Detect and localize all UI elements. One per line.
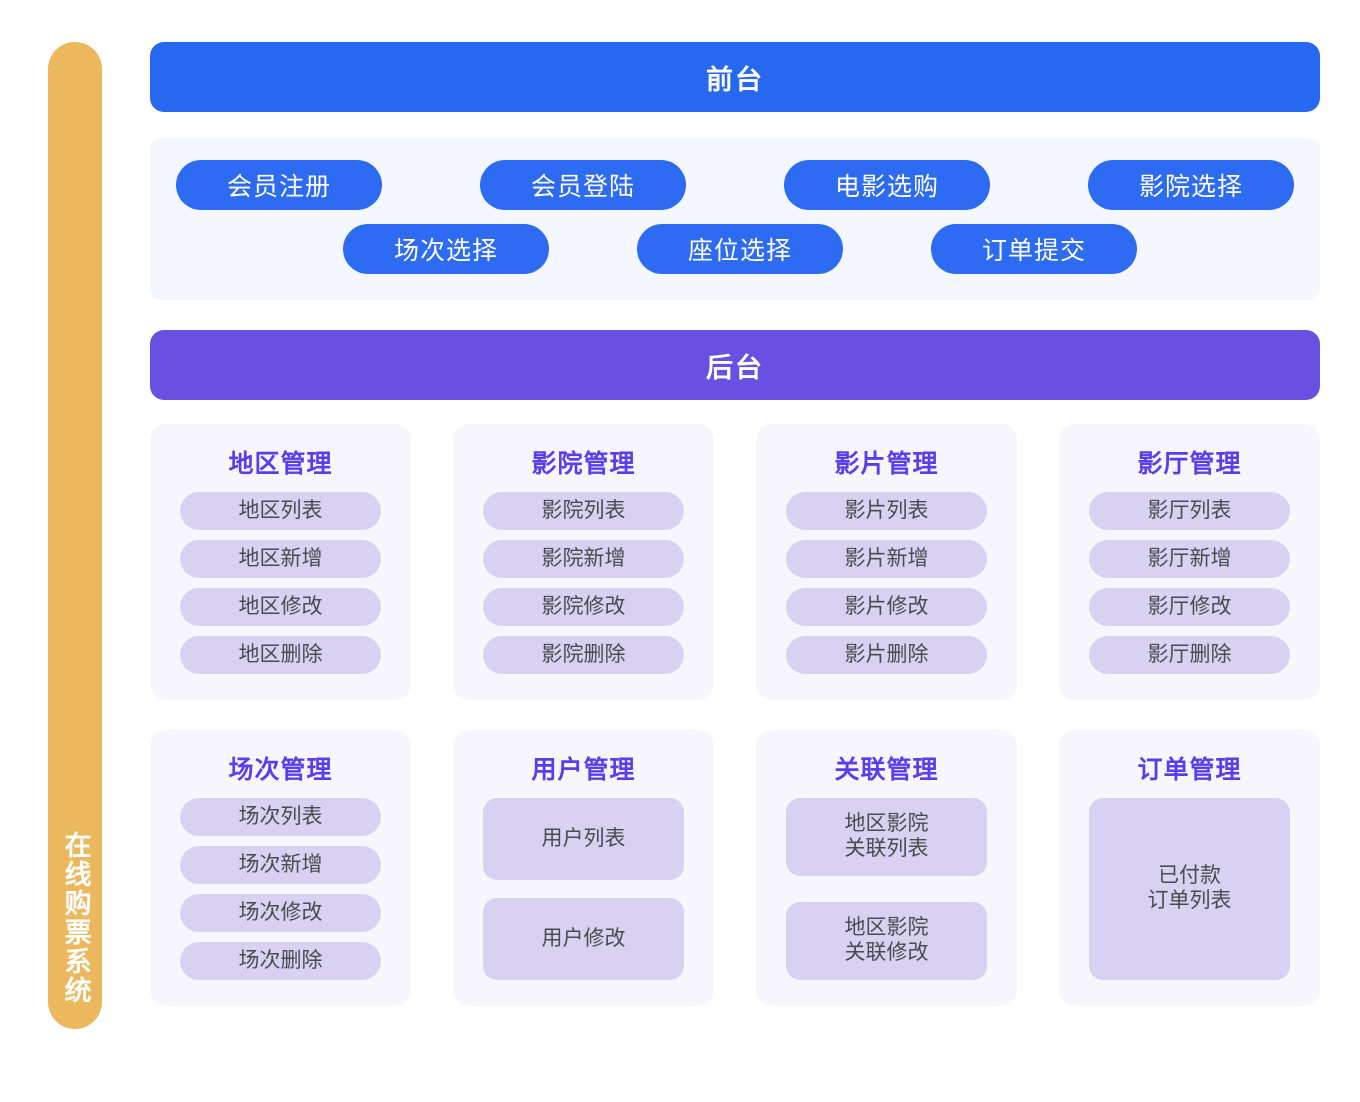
frontend-action-label: 订单提交 (981, 237, 1086, 265)
frontend-action-pill[interactable]: 会员注册 (176, 160, 382, 210)
backend-module-item[interactable]: 影院删除 (483, 636, 684, 674)
backend-module-item[interactable]: 地区修改 (180, 588, 381, 626)
backend-module-item[interactable]: 影片列表 (786, 492, 987, 530)
backend-module-title: 场次管理 (228, 756, 333, 784)
backend-module-card: 影厅管理影厅列表影厅新增影厅修改影厅删除 (1059, 424, 1320, 700)
backend-module-item[interactable]: 影院新增 (483, 540, 684, 578)
backend-module-title: 用户管理 (531, 756, 636, 784)
backend-module-item[interactable]: 影厅列表 (1089, 492, 1290, 530)
backend-module-item[interactable]: 地区新增 (180, 540, 381, 578)
frontend-band: 前台 (150, 42, 1320, 112)
backend-module-item[interactable]: 已付款 订单列表 (1089, 798, 1290, 980)
frontend-action-pill[interactable]: 座位选择 (637, 224, 843, 274)
backend-module-item[interactable]: 影院修改 (483, 588, 684, 626)
frontend-action-pill[interactable]: 场次选择 (343, 224, 549, 274)
backend-module-card: 订单管理已付款 订单列表 (1059, 730, 1320, 1006)
backend-module-item-list: 地区列表地区新增地区修改地区删除 (180, 492, 381, 674)
backend-module-title: 影院管理 (531, 450, 636, 478)
backend-module-item-list: 影院列表影院新增影院修改影院删除 (483, 492, 684, 674)
frontend-action-label: 场次选择 (393, 237, 498, 265)
backend-module-item[interactable]: 地区列表 (180, 492, 381, 530)
backend-module-item[interactable]: 场次删除 (180, 942, 381, 980)
backend-module-item-list: 影厅列表影厅新增影厅修改影厅删除 (1089, 492, 1290, 674)
backend-module-card: 关联管理地区影院 关联列表地区影院 关联修改 (756, 730, 1017, 1006)
backend-module-title: 地区管理 (228, 450, 333, 478)
backend-module-item[interactable]: 用户修改 (483, 898, 684, 980)
backend-module-card: 用户管理用户列表用户修改 (453, 730, 714, 1006)
backend-module-item[interactable]: 地区影院 关联修改 (786, 902, 987, 980)
frontend-action-label: 座位选择 (687, 237, 792, 265)
backend-module-item[interactable]: 影厅删除 (1089, 636, 1290, 674)
system-rail: 在线购票系统 (48, 42, 102, 1029)
backend-module-item[interactable]: 场次列表 (180, 798, 381, 836)
backend-module-item[interactable]: 用户列表 (483, 798, 684, 880)
backend-module-item-list: 地区影院 关联列表地区影院 关联修改 (786, 798, 987, 980)
backend-module-card: 影院管理影院列表影院新增影院修改影院删除 (453, 424, 714, 700)
frontend-band-label: 前台 (706, 64, 764, 95)
backend-module-item[interactable]: 影片删除 (786, 636, 987, 674)
frontend-action-pill[interactable]: 影院选择 (1088, 160, 1294, 210)
backend-card-grid: 地区管理地区列表地区新增地区修改地区删除影院管理影院列表影院新增影院修改影院删除… (150, 424, 1320, 1006)
frontend-action-label: 电影选购 (834, 173, 939, 201)
backend-module-title: 影厅管理 (1137, 450, 1242, 478)
backend-module-item[interactable]: 影院列表 (483, 492, 684, 530)
frontend-action-label: 会员注册 (226, 173, 331, 201)
frontend-action-pill[interactable]: 会员登陆 (480, 160, 686, 210)
backend-module-title: 关联管理 (834, 756, 939, 784)
backend-module-title: 订单管理 (1137, 756, 1242, 784)
content-column: 前台 会员注册 会员登陆 电影选购 影院选择 场次选择 座位选择 订单提交 后台 地区管理… (150, 0, 1360, 1102)
frontend-row-1: 会员注册 会员登陆 电影选购 影院选择 (176, 160, 1294, 210)
backend-module-item[interactable]: 影片新增 (786, 540, 987, 578)
system-title: 在线购票系统 (60, 831, 91, 1005)
backend-module-title: 影片管理 (834, 450, 939, 478)
system-rail-column: 在线购票系统 (0, 0, 150, 1102)
frontend-panel: 会员注册 会员登陆 电影选购 影院选择 场次选择 座位选择 订单提交 (150, 138, 1320, 300)
backend-band-label: 后台 (706, 352, 764, 383)
backend-module-item-list: 影片列表影片新增影片修改影片删除 (786, 492, 987, 674)
backend-module-card: 地区管理地区列表地区新增地区修改地区删除 (150, 424, 411, 700)
backend-module-item[interactable]: 地区删除 (180, 636, 381, 674)
backend-module-item-list: 场次列表场次新增场次修改场次删除 (180, 798, 381, 980)
backend-module-item-list: 用户列表用户修改 (483, 798, 684, 980)
backend-module-item[interactable]: 场次新增 (180, 846, 381, 884)
frontend-row-2: 场次选择 座位选择 订单提交 (176, 224, 1294, 274)
backend-band: 后台 (150, 330, 1320, 400)
backend-module-item[interactable]: 影厅修改 (1089, 588, 1290, 626)
backend-module-item[interactable]: 影片修改 (786, 588, 987, 626)
backend-module-item[interactable]: 场次修改 (180, 894, 381, 932)
backend-module-card: 影片管理影片列表影片新增影片修改影片删除 (756, 424, 1017, 700)
backend-module-item-list: 已付款 订单列表 (1089, 798, 1290, 980)
frontend-action-label: 影院选择 (1138, 173, 1243, 201)
backend-module-card: 场次管理场次列表场次新增场次修改场次删除 (150, 730, 411, 1006)
frontend-action-label: 会员登陆 (530, 173, 635, 201)
frontend-action-pill[interactable]: 电影选购 (784, 160, 990, 210)
frontend-action-pill[interactable]: 订单提交 (931, 224, 1137, 274)
backend-module-item[interactable]: 地区影院 关联列表 (786, 798, 987, 876)
backend-module-item[interactable]: 影厅新增 (1089, 540, 1290, 578)
